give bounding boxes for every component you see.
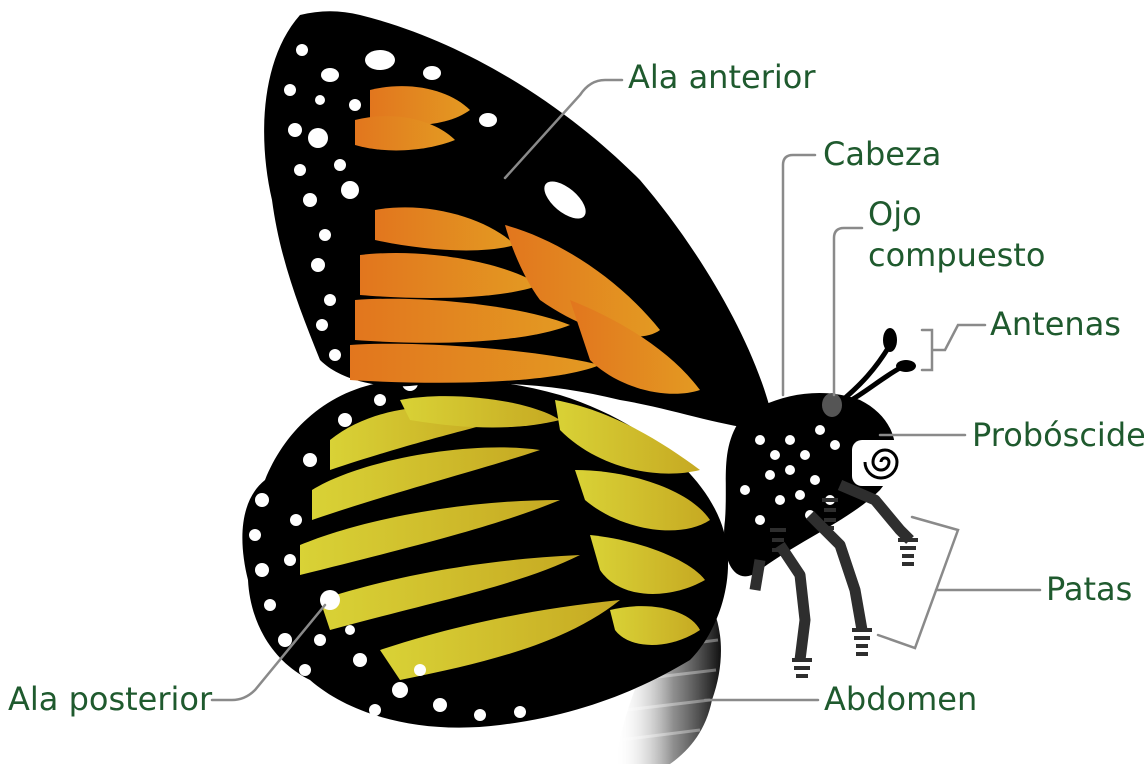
label-ala-anterior: Ala anterior <box>628 58 816 96</box>
label-ala-posterior: Ala posterior <box>8 680 213 718</box>
leader-cabeza <box>783 155 815 395</box>
label-abdomen: Abdomen <box>824 680 977 718</box>
label-patas: Patas <box>1046 570 1132 608</box>
leader-antenas <box>922 325 985 370</box>
label-ojo-compuesto-line2: compuesto <box>868 236 1045 274</box>
label-proboscide: Probóscide <box>972 416 1144 454</box>
compound-eye <box>822 393 842 417</box>
antennae <box>845 328 916 402</box>
label-ojo-compuesto-line1: Ojo <box>868 195 922 233</box>
hindwing <box>242 375 728 728</box>
label-cabeza: Cabeza <box>823 135 941 173</box>
proboscis-coil <box>852 440 918 486</box>
label-antenas: Antenas <box>990 305 1121 343</box>
leader-ojo-compuesto <box>834 228 862 395</box>
